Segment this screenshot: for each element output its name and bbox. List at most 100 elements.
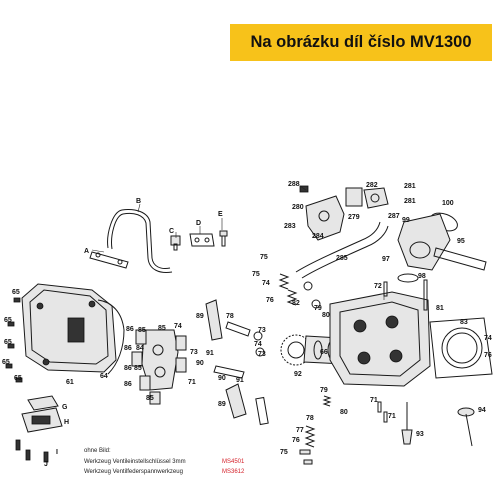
notes-heading: ohne Bild: bbox=[84, 448, 111, 454]
note-code[interactable]: MS4501 bbox=[222, 458, 245, 465]
callout-label: 73 bbox=[258, 351, 266, 358]
callout-label: D bbox=[196, 220, 201, 227]
cylinder-head bbox=[329, 291, 431, 387]
callout-label: I bbox=[56, 449, 58, 456]
callout-label: G bbox=[62, 404, 68, 411]
callout-label: 287 bbox=[388, 213, 400, 220]
banjo-bolts bbox=[170, 230, 228, 251]
callout-label: 81 bbox=[436, 305, 444, 312]
callout-label: 71 bbox=[370, 397, 378, 404]
callout-label: 282 bbox=[366, 182, 378, 189]
callout-label: 80 bbox=[340, 409, 348, 416]
callout-label: 85 bbox=[158, 325, 166, 332]
callout-label: 76 bbox=[484, 352, 492, 359]
callout-label: 78 bbox=[306, 415, 314, 422]
callout-label: 283 bbox=[284, 223, 296, 230]
rocker-bracket bbox=[131, 329, 187, 405]
callout-label: 65 bbox=[4, 339, 12, 346]
callout-label: 74 bbox=[174, 323, 182, 330]
note-row: Werkzeug Ventilfederspannwerkzeug MS3612 bbox=[84, 467, 384, 478]
callout-label: 74 bbox=[484, 335, 492, 342]
callout-label: 94 bbox=[478, 407, 486, 414]
callout-label: 75 bbox=[280, 449, 288, 456]
callout-label: 85 bbox=[138, 327, 146, 334]
callout-label: 65 bbox=[12, 289, 20, 296]
intake-manifold bbox=[397, 212, 487, 283]
callout-label: 75 bbox=[252, 271, 260, 278]
callout-label: 279 bbox=[348, 214, 360, 221]
valve-cover bbox=[21, 283, 125, 375]
callout-label: 71 bbox=[188, 379, 196, 386]
callout-label: 285 bbox=[336, 255, 348, 262]
callout-label: 65 bbox=[2, 359, 10, 366]
callout-label: 66 bbox=[320, 349, 328, 356]
callout-label: 86 bbox=[124, 381, 132, 388]
rocker-arms bbox=[205, 299, 269, 426]
callout-labels: A B C D E 288 280 283 284 282 281 281 27… bbox=[2, 181, 492, 468]
oil-pipe-assembly bbox=[89, 209, 173, 273]
callout-label: 90 bbox=[196, 360, 204, 367]
callout-label: 71 bbox=[388, 413, 396, 420]
callout-label: 74 bbox=[254, 341, 262, 348]
callout-label: 76 bbox=[266, 297, 274, 304]
callout-label: 93 bbox=[416, 431, 424, 438]
callout-label: 74 bbox=[262, 280, 270, 287]
callout-label: 281 bbox=[404, 198, 416, 205]
callout-label: 86 bbox=[124, 365, 132, 372]
callout-label: 85 bbox=[146, 395, 154, 402]
note-text: Werkzeug Ventileinstellschlüssel 3mm bbox=[84, 458, 186, 465]
callout-label: B bbox=[136, 198, 141, 205]
callout-label: 79 bbox=[314, 305, 322, 312]
callout-label: 90 bbox=[218, 375, 226, 382]
callout-label: 73 bbox=[190, 349, 198, 356]
cover-bolts bbox=[5, 297, 23, 383]
studs bbox=[377, 279, 428, 423]
callout-label: 92 bbox=[294, 371, 302, 378]
callout-label: 80 bbox=[322, 312, 330, 319]
thermostat-housing bbox=[299, 185, 389, 241]
callout-label: C bbox=[169, 228, 174, 235]
callout-label: 89 bbox=[218, 401, 226, 408]
callout-label: 100 bbox=[442, 200, 454, 207]
callout-label: E bbox=[218, 211, 223, 218]
callout-label: 61 bbox=[66, 379, 74, 386]
callout-label: 76 bbox=[292, 437, 300, 444]
coolant-pipe bbox=[295, 221, 389, 279]
callout-label: 77 bbox=[296, 427, 304, 434]
callout-label: 65 bbox=[14, 375, 22, 382]
callout-label: 284 bbox=[312, 233, 324, 240]
callout-label: 86 bbox=[126, 326, 134, 333]
head-gasket bbox=[429, 317, 493, 379]
callout-label: 75 bbox=[260, 254, 268, 261]
callout-label: 65 bbox=[4, 317, 12, 324]
unillustrated-parts-notes: ohne Bild: Werkzeug Ventileinstellschlüs… bbox=[84, 446, 384, 478]
callout-label: 288 bbox=[288, 181, 300, 188]
callout-label: A bbox=[84, 248, 89, 255]
callout-label: 281 bbox=[404, 183, 416, 190]
note-code[interactable]: MS3612 bbox=[222, 469, 245, 475]
callout-label: 97 bbox=[382, 256, 390, 263]
callout-label: 72 bbox=[374, 283, 382, 290]
callout-label: 91 bbox=[206, 350, 214, 357]
callout-label: 280 bbox=[292, 204, 304, 211]
callout-label: 64 bbox=[100, 373, 108, 380]
valve-springs-lower bbox=[299, 395, 332, 465]
callout-label: 86 bbox=[124, 345, 132, 352]
callout-label: 99 bbox=[402, 217, 410, 224]
callout-label: 98 bbox=[418, 273, 426, 280]
callout-label: 85 bbox=[134, 365, 142, 372]
callout-label: 95 bbox=[457, 238, 465, 245]
callout-label: 89 bbox=[196, 313, 204, 320]
part-number-banner: Na obrázku díl číslo MV1300 bbox=[230, 24, 492, 61]
callout-label: 91 bbox=[236, 377, 244, 384]
tensioner-parts bbox=[15, 395, 63, 463]
banner-title: Na obrázku díl číslo MV1300 bbox=[250, 33, 472, 51]
callout-label: 83 bbox=[460, 319, 468, 326]
callout-label: 79 bbox=[320, 387, 328, 394]
leader-lines bbox=[91, 185, 385, 300]
note-text: Werkzeug Ventilfederspannwerkzeug bbox=[84, 469, 183, 475]
callout-label: 82 bbox=[292, 300, 300, 307]
note-row: Werkzeug Ventileinstellschlüssel 3mm MS4… bbox=[84, 457, 384, 468]
callout-label: 84 bbox=[136, 345, 144, 352]
